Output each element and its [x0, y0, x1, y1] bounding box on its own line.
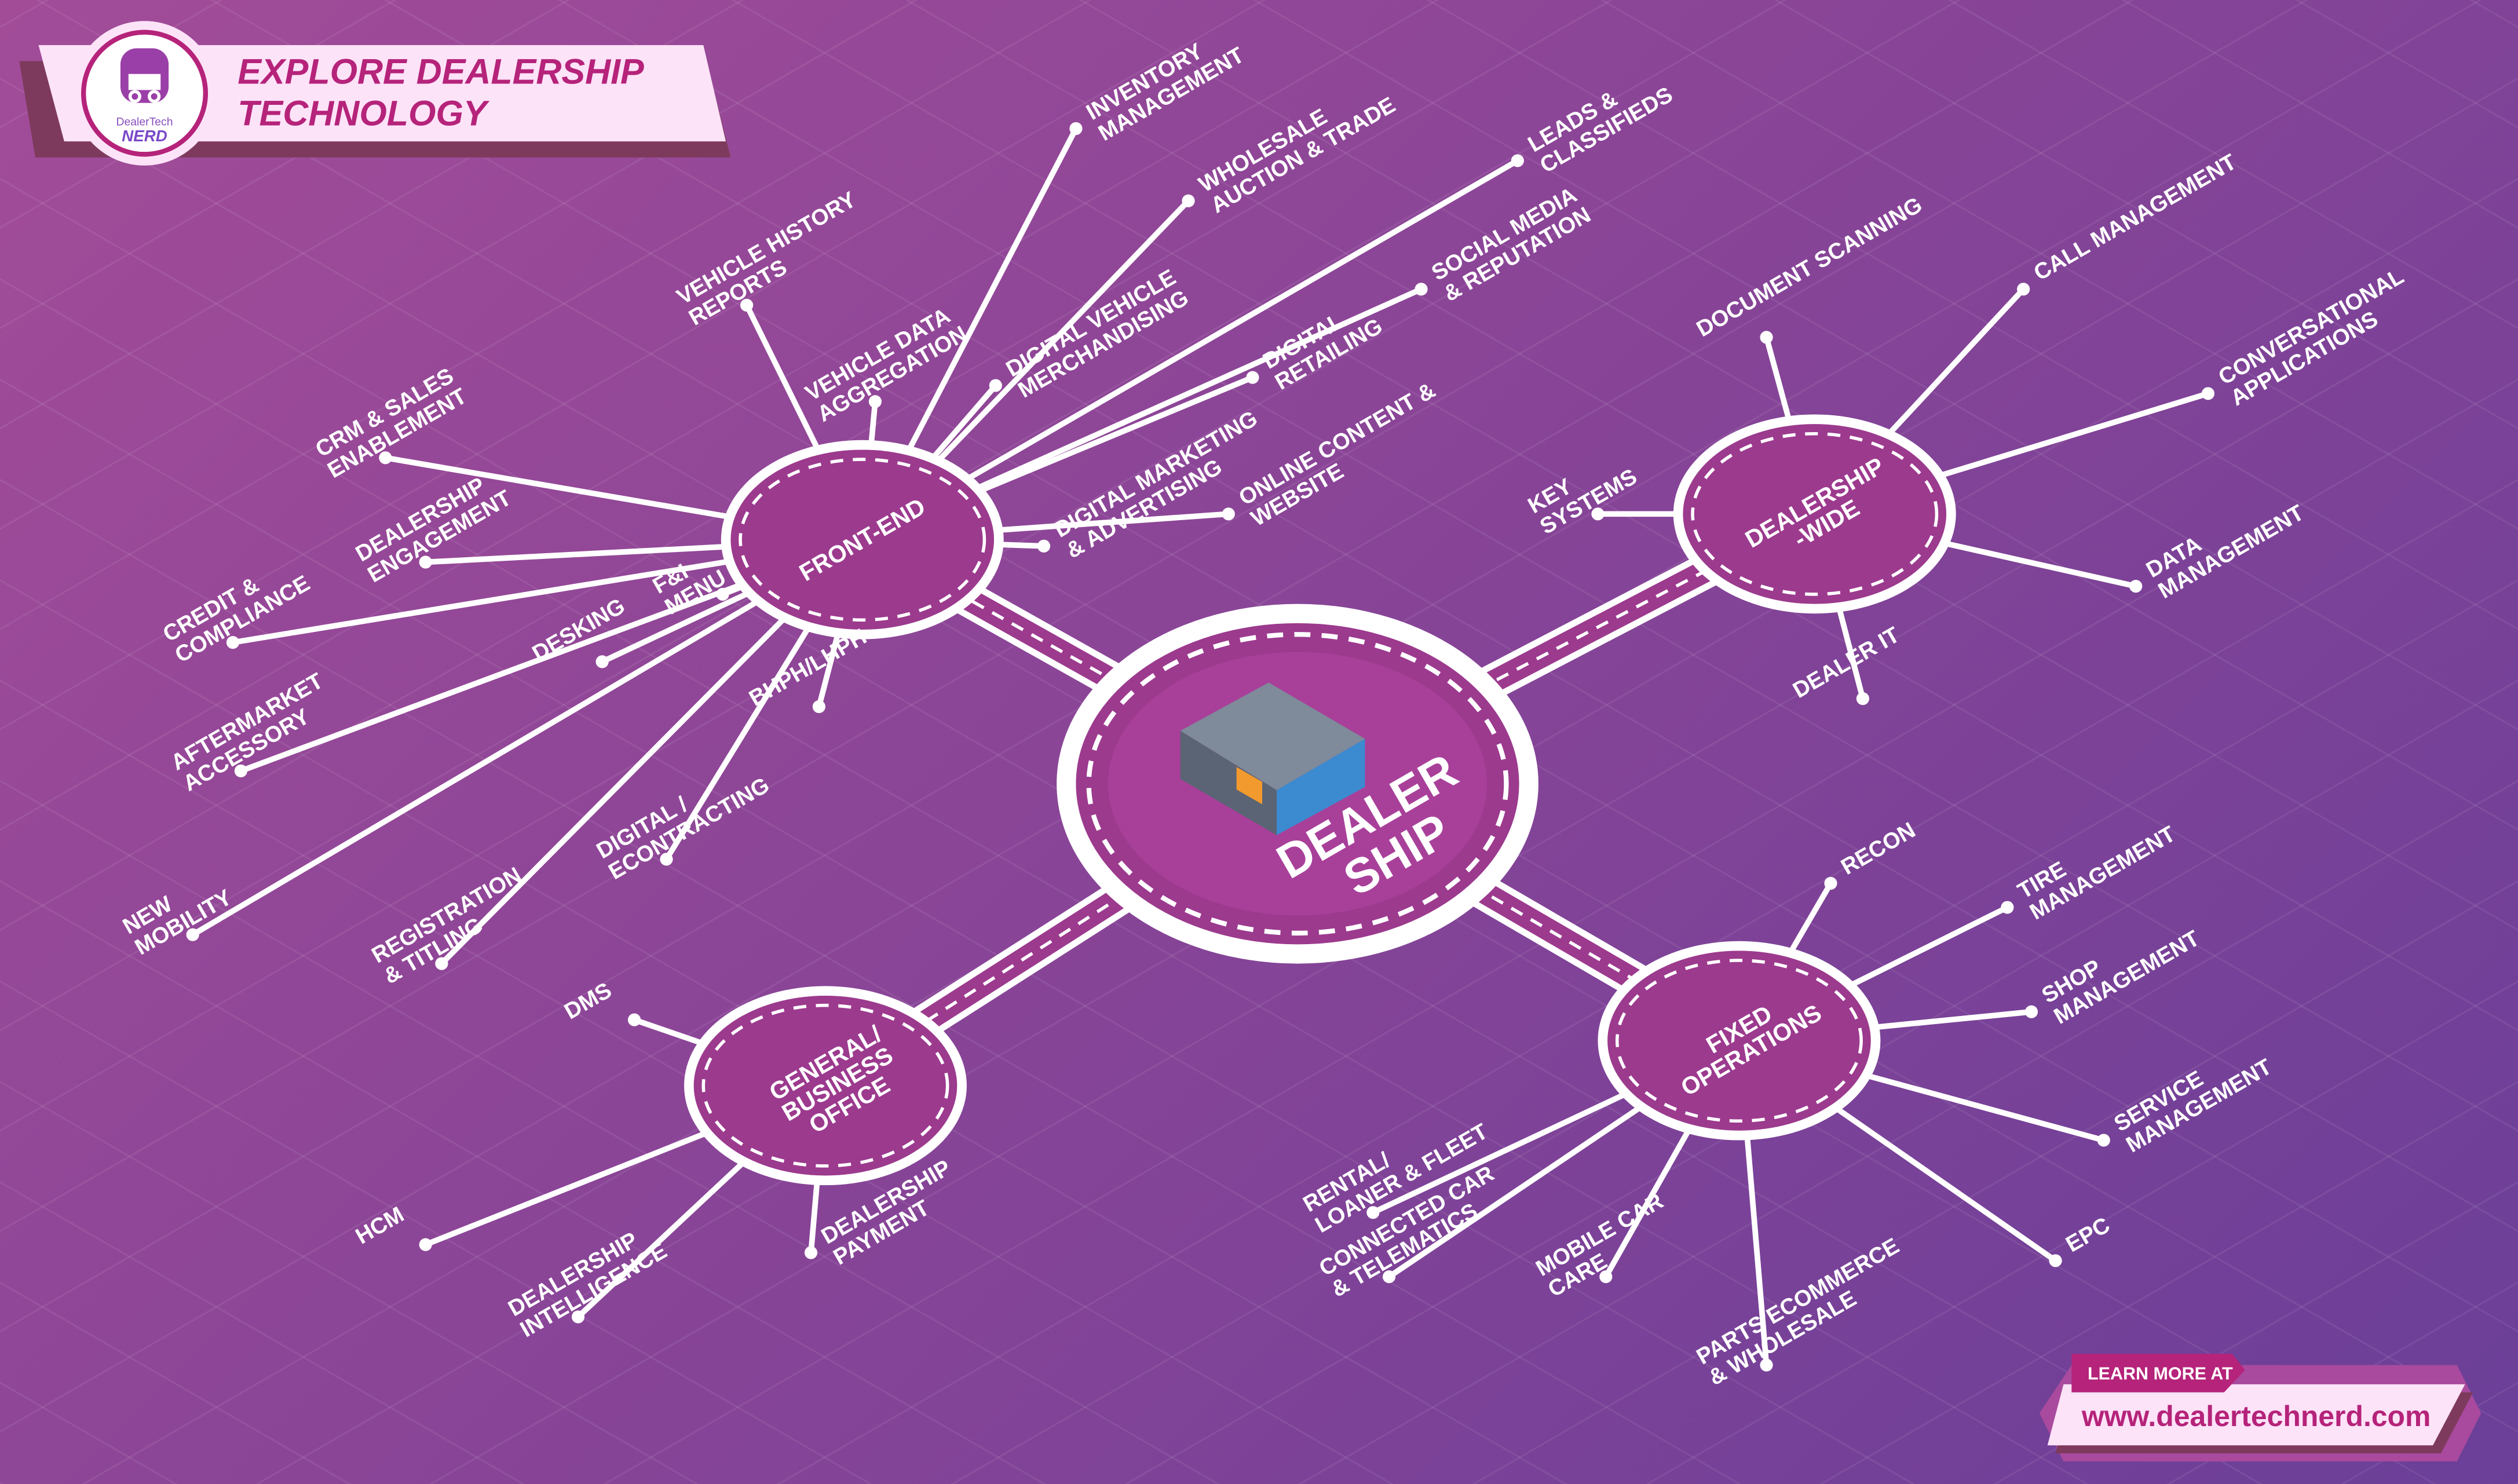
label-tire[interactable]: TIREMANAGEMENT	[2013, 801, 2180, 925]
label-line: CALL MANAGEMENT	[2030, 149, 2241, 286]
label-data[interactable]: DATAMANAGEMENT	[2142, 479, 2308, 604]
branch-dot	[226, 636, 240, 649]
branch-dot	[379, 451, 392, 465]
branch-dot	[1824, 876, 1837, 890]
label-keys[interactable]: KEYSYSTEMS	[1524, 443, 1642, 539]
dealership-building-icon	[1180, 682, 1365, 835]
branch-dot	[2024, 1005, 2038, 1018]
label-mobile[interactable]: MOBILE CARCARE	[1532, 1189, 1679, 1302]
branch-dot	[234, 764, 247, 777]
label-intel[interactable]: DEALERSHIPINTELLIGENCE	[504, 1218, 671, 1343]
header-banner: DealerTech NERD EXPLORE DEALERSHIP TECHN…	[19, 21, 731, 166]
branch-dot	[627, 1013, 641, 1026]
branch-dot	[2001, 901, 2014, 914]
label-econtract[interactable]: DIGITAL /ECONTRACTING	[593, 752, 774, 885]
label-leads[interactable]: LEADS &CLASSIFIEDS	[1524, 61, 1677, 178]
branch-dot	[186, 928, 199, 941]
branch-dot	[1760, 1358, 1773, 1372]
label-marketing[interactable]: DIGITAL MARKETING& ADVERTISING	[1050, 406, 1274, 564]
branch-dot	[1222, 507, 1235, 521]
label-wholesale[interactable]: WHOLESALEAUCTION & TRADE	[1194, 71, 1399, 218]
label-line: VEHICLE HISTORY	[673, 187, 860, 310]
branch-dot	[2129, 579, 2143, 593]
label-line: RECON	[1837, 818, 1920, 880]
branch-dot	[435, 957, 448, 970]
branch-dot	[1599, 1270, 1613, 1284]
label-credit[interactable]: CREDIT &COMPLIANCE	[159, 550, 314, 668]
hub-general[interactable]: GENERAL/BUSINESSOFFICE	[684, 986, 967, 1186]
label-docscan[interactable]: DOCUMENT SCANNING	[1693, 192, 1927, 342]
branch-dot	[1069, 122, 1083, 136]
logo-text-bottom: NERD	[122, 127, 167, 145]
hub-wide[interactable]: DEALERSHIP-WIDE	[1673, 414, 1956, 614]
label-call[interactable]: CALL MANAGEMENT	[2030, 149, 2241, 286]
branch-dot	[1382, 1270, 1396, 1284]
branch-dot	[989, 379, 1002, 392]
hub-front[interactable]: FRONT-END	[721, 440, 1004, 639]
branch-dot	[2049, 1254, 2062, 1267]
branch-dot	[1246, 371, 1259, 384]
branch-dot	[419, 555, 432, 569]
label-line: DIGITAL MARKETING	[1050, 406, 1262, 543]
label-parts[interactable]: PARTS ECOMMERCE& WHOLESALE	[1693, 1233, 1916, 1390]
label-online[interactable]: ONLINE CONTENT &WEBSITE	[1235, 378, 1452, 531]
learn-more-label: LEARN MORE AT	[2088, 1364, 2233, 1384]
label-merch[interactable]: DIGITAL VEHICLEMERCHANDISING	[1002, 264, 1193, 403]
page-title-line-1: EXPLORE DEALERSHIP	[237, 52, 644, 91]
label-line: PARTS ECOMMERCE	[1693, 1233, 1903, 1369]
label-recon[interactable]: RECON	[1837, 818, 1920, 880]
branch-dot	[595, 655, 609, 668]
label-conv[interactable]: CONVERSATIONALAPPLICATIONS	[2214, 264, 2420, 411]
branch-dot	[1366, 1206, 1380, 1219]
label-aftermarket[interactable]: AFTERMARKETACCESSORY	[167, 668, 339, 796]
branch-dot	[571, 1310, 585, 1324]
branch-dot	[660, 853, 673, 866]
label-mobility[interactable]: NEWMOBILITY	[119, 864, 236, 960]
label-crm[interactable]: CRM & SALESENABLEMENT	[311, 363, 471, 483]
label-line: EPC	[2062, 1212, 2114, 1257]
branch-dot	[1760, 331, 1773, 344]
branch-dot	[1591, 507, 1605, 521]
branch-dot	[804, 1246, 818, 1259]
branch-dot	[1182, 194, 1195, 207]
label-epc[interactable]: EPC	[2062, 1212, 2114, 1257]
label-line: HCM	[352, 1202, 408, 1249]
center-hub[interactable]: DEALER SHIP	[1057, 604, 1538, 964]
branch-dot	[2201, 387, 2215, 400]
label-aggregation[interactable]: VEHICLE DATAAGGREGATION	[801, 301, 971, 427]
logo-text-top: DealerTech	[116, 115, 173, 128]
branch-dot	[740, 298, 754, 312]
label-hcm[interactable]: HCM	[352, 1202, 408, 1249]
branch-dot	[1037, 539, 1051, 553]
label-engagement[interactable]: DEALERSHIPENGAGEMENT	[352, 465, 516, 587]
label-dms[interactable]: DMS	[560, 978, 616, 1024]
branch-dot	[868, 395, 882, 408]
branch-dot	[1415, 283, 1428, 296]
hub-fixed[interactable]: FIXEDOPERATIONS	[1598, 941, 1881, 1141]
label-line: ONLINE CONTENT &	[1235, 378, 1440, 510]
label-inventory[interactable]: INVENTORYMANAGEMENT	[1082, 21, 1248, 146]
page-title-line-2: TECHNOLOGY	[237, 93, 490, 133]
footer-cta[interactable]: LEARN MORE AT www.dealertechnerd.com	[2039, 1354, 2482, 1461]
nerd-logo-icon	[120, 48, 169, 103]
label-registration[interactable]: REGISTRATION& TITLING	[367, 862, 538, 989]
branch-dot	[1856, 692, 1869, 706]
branch-dot	[2017, 283, 2030, 296]
label-service[interactable]: SERVICEMANAGEMENT	[2110, 1033, 2276, 1158]
label-history[interactable]: VEHICLE HISTORYREPORTS	[673, 187, 872, 331]
branch-dot	[2097, 1134, 2110, 1147]
label-shop[interactable]: SHOPMANAGEMENT	[2038, 905, 2204, 1029]
branch-dot	[1511, 154, 1524, 167]
label-retailing[interactable]: DIGITALRETAILING	[1259, 293, 1387, 394]
branch-dot	[812, 700, 825, 714]
label-line: DOCUMENT SCANNING	[1693, 192, 1927, 342]
label-line: DMS	[560, 978, 616, 1024]
branch-dot	[419, 1238, 432, 1251]
website-link[interactable]: www.dealertechnerd.com	[2081, 1400, 2431, 1432]
branch-line	[191, 537, 864, 937]
